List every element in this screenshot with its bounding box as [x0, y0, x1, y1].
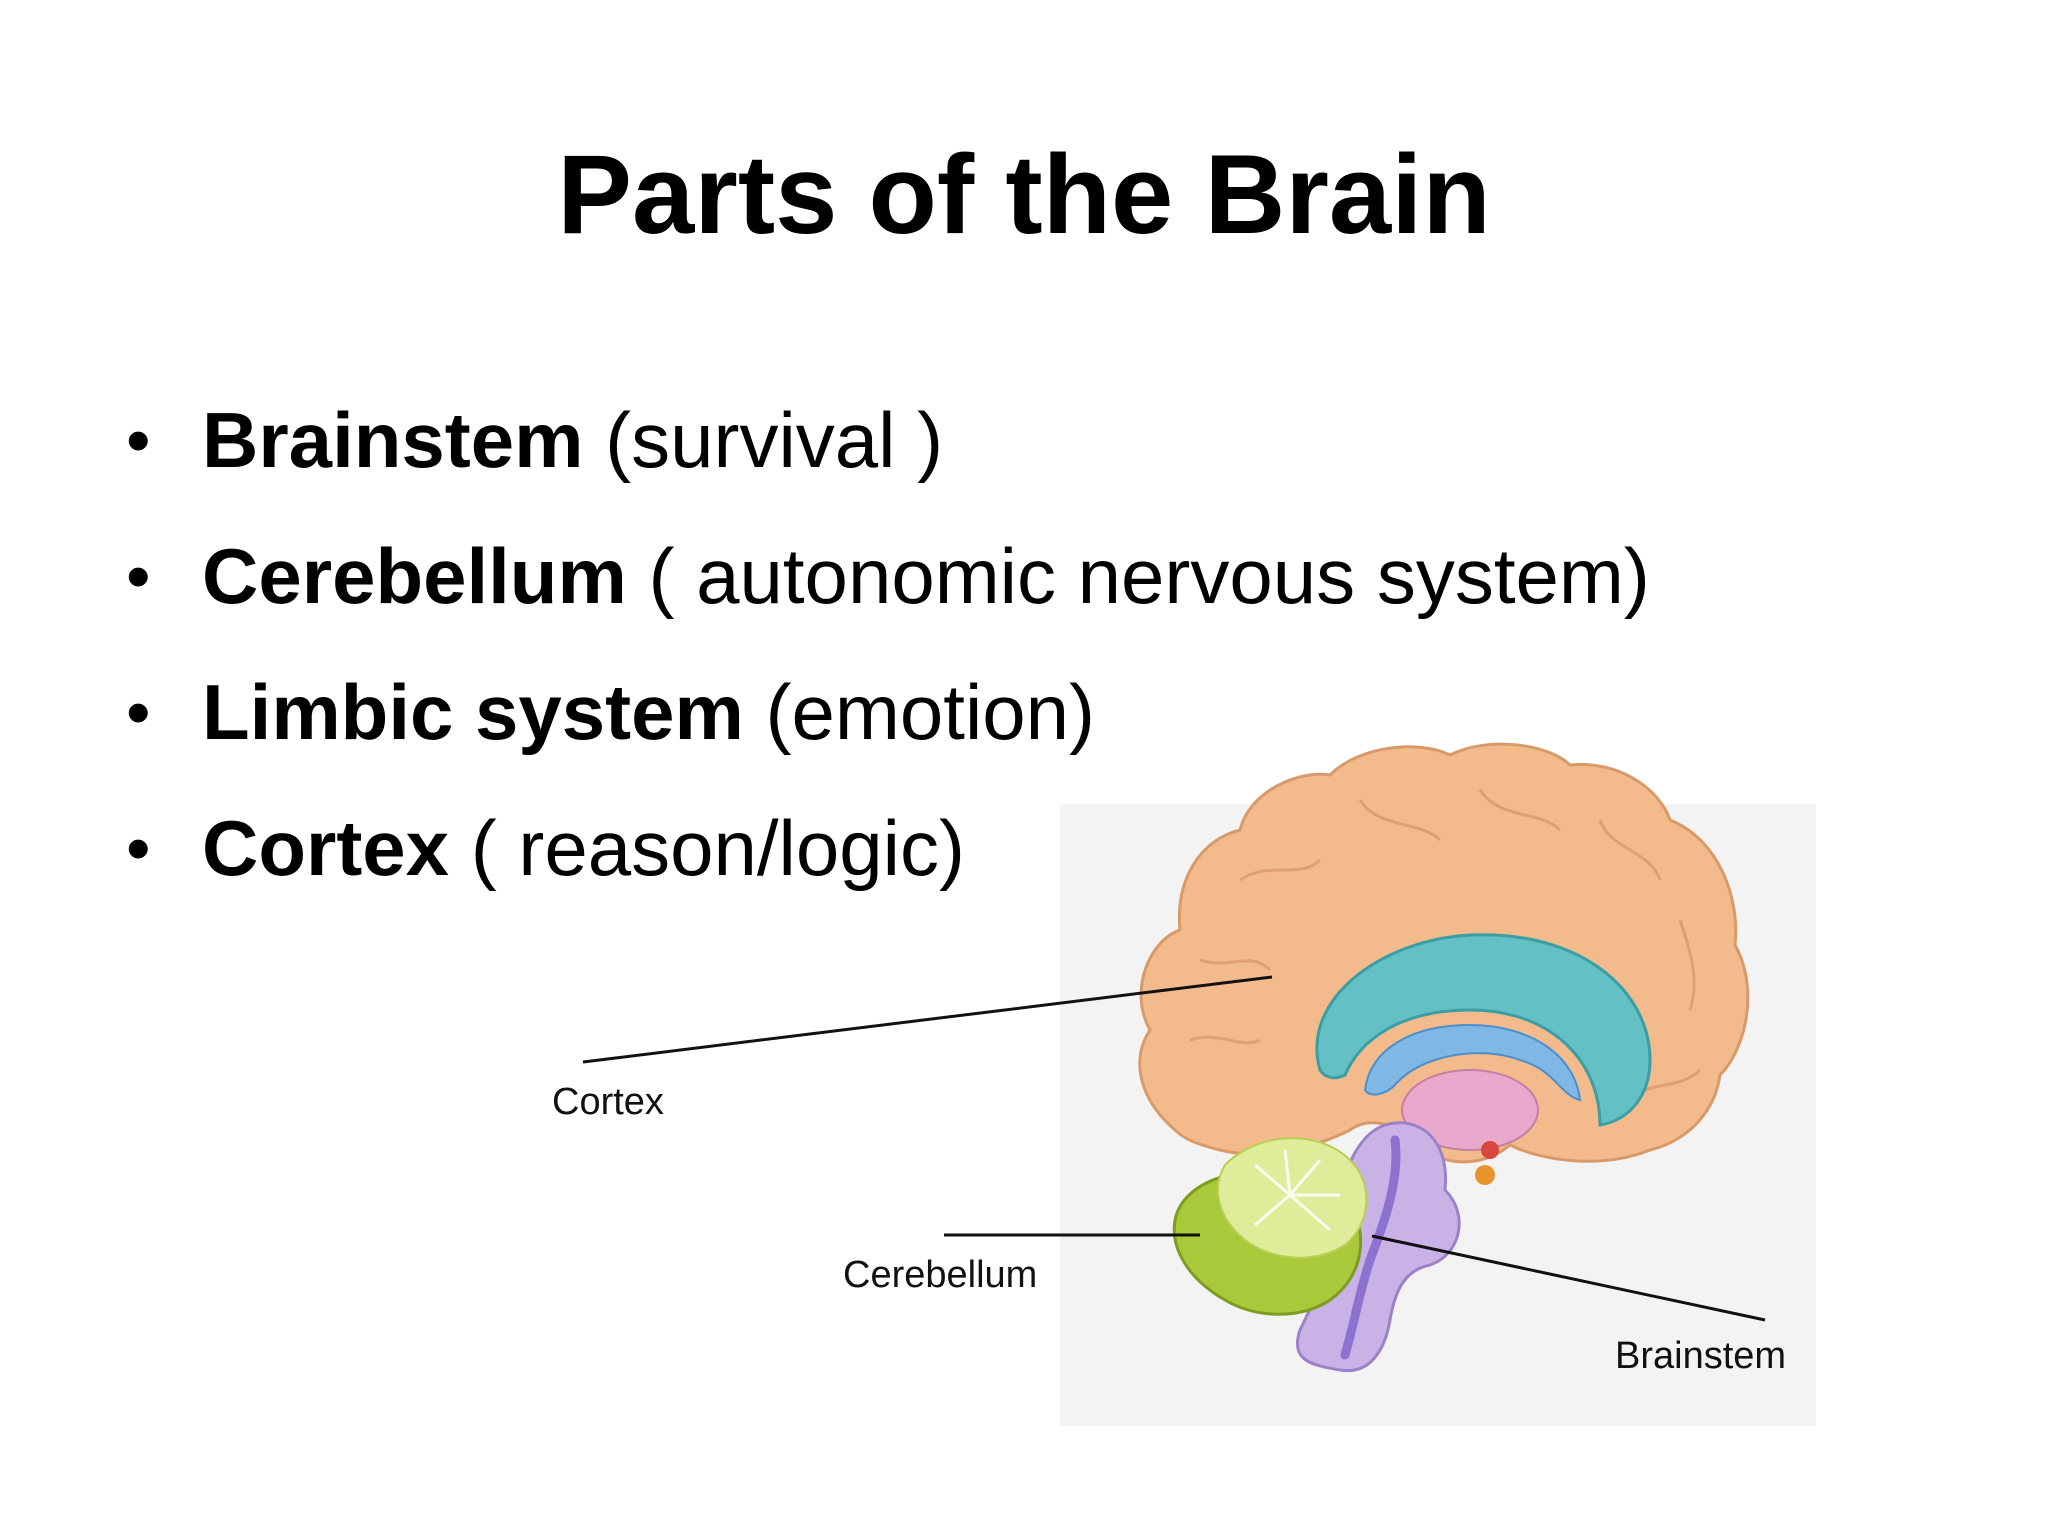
bullet-dot: • — [126, 537, 151, 615]
cerebellum-label: Cerebellum — [843, 1254, 1037, 1296]
list-item: • Cerebellum ( autonomic nervous system) — [120, 508, 1650, 644]
list-item: • Cortex ( reason/logic) — [120, 780, 1650, 916]
bullet-dot: • — [126, 673, 151, 751]
fornix-band — [1363, 1023, 1582, 1102]
bullet-term: Brainstem — [202, 396, 584, 484]
brainstem-label: Brainstem — [1615, 1335, 1786, 1377]
brainstem-leader-line — [1371, 1234, 1766, 1322]
limbic-nucleus-red — [1481, 1141, 1499, 1159]
limbic-ring — [1315, 933, 1652, 1127]
bullet-description: (survival ) — [583, 396, 944, 484]
list-item: • Brainstem (survival ) — [120, 372, 1650, 508]
bullet-dot: • — [126, 809, 151, 887]
arbor-vitae — [1254, 1149, 1340, 1232]
bullet-description: (emotion) — [743, 668, 1096, 756]
slide-title: Parts of the Brain — [557, 132, 1491, 257]
cortex-leader-line — [582, 975, 1273, 1064]
limbic-nucleus-orange — [1475, 1165, 1495, 1185]
bullet-description: ( autonomic nervous system) — [626, 532, 1650, 620]
bullet-dot: • — [126, 401, 151, 479]
bullet-term: Limbic system — [202, 668, 744, 756]
list-item: • Limbic system (emotion) — [120, 644, 1650, 780]
bullet-description: ( reason/logic) — [449, 804, 965, 892]
cortex-gyri — [1189, 789, 1702, 1102]
cortex-label: Cortex — [552, 1081, 664, 1123]
bullet-list: • Brainstem (survival ) • Cerebellum ( a… — [120, 372, 1650, 916]
brainstem-tract — [1340, 1135, 1401, 1360]
bullet-term: Cortex — [202, 804, 450, 892]
thalamus-shape — [1401, 1069, 1539, 1151]
bullet-term: Cerebellum — [202, 532, 627, 620]
